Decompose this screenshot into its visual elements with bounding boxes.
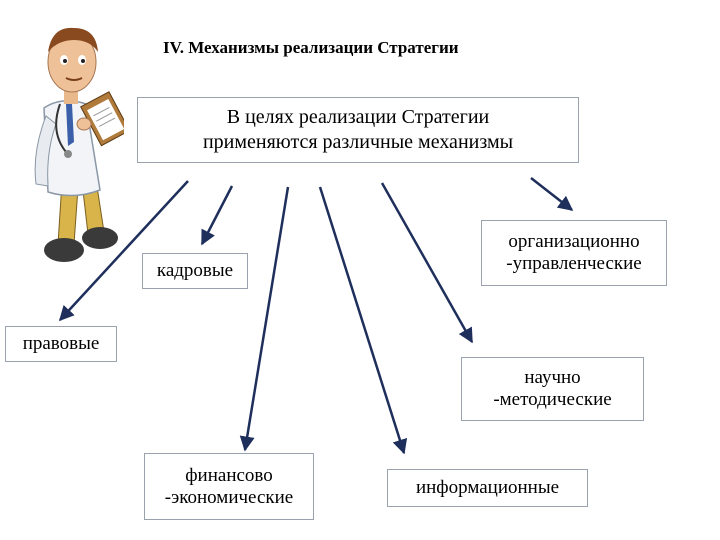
box-nauchno: научно -методические	[461, 357, 644, 421]
doctor-illustration	[34, 27, 124, 262]
arrow-to-orgupr	[530, 177, 574, 211]
arrow-to-pravovye	[58, 180, 189, 322]
label-pravovye: правовые	[22, 333, 100, 354]
box-orgupr: организационно -управленческие	[481, 220, 667, 286]
label-orgupr-1: организационно	[508, 231, 640, 252]
label-informacionnye: информационные	[415, 477, 560, 498]
label-finansovo-2: -экономические	[164, 486, 294, 508]
arrow-to-informacionnye	[318, 186, 408, 455]
box-informacionnye: информационные	[387, 469, 588, 507]
central-line-1: В целях реализации Стратегии	[226, 106, 490, 128]
arrow-to-nauchno	[380, 182, 474, 344]
label-kadrovye: кадровые	[156, 260, 234, 281]
box-pravovye: правовые	[5, 326, 117, 362]
label-orgupr-2: -управленческие	[506, 253, 642, 274]
label-nauchno-2: -методические	[493, 389, 612, 410]
arrow-to-kadrovye	[200, 185, 234, 246]
box-kadrovye: кадровые	[142, 253, 248, 289]
arrow-to-finansovo	[239, 186, 290, 452]
label-nauchno-1: научно	[524, 367, 581, 388]
central-box: В целях реализации Стратегии применяются…	[137, 97, 579, 163]
label-finansovo-1: финансово	[185, 464, 273, 486]
central-line-2: применяются различные механизмы	[202, 131, 514, 153]
slide-title: IV. Механизмы реализации Стратегии	[163, 38, 459, 57]
box-finansovo: финансово -экономические	[144, 453, 314, 520]
